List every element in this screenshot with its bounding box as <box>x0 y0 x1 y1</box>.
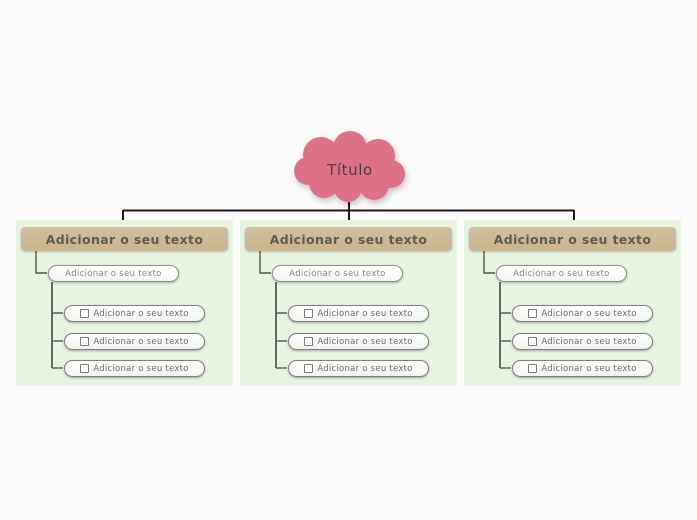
branch-header-2[interactable]: Adicionar o seu texto <box>245 227 452 251</box>
branch-1-item-2-label: Adicionar o seu texto <box>93 336 189 347</box>
root-node-label: Título <box>327 160 373 179</box>
branch-connector-lines-1 <box>35 240 63 369</box>
checkbox-unchecked-icon[interactable] <box>528 309 538 318</box>
checkbox-unchecked-icon[interactable] <box>80 364 90 373</box>
branch-1-item-1-label: Adicionar o seu texto <box>93 308 189 319</box>
branch-3-item-2-label: Adicionar o seu texto <box>541 336 637 347</box>
checkbox-unchecked-icon[interactable] <box>304 364 314 373</box>
cloud-shape-icon <box>294 131 405 202</box>
branch-1-item-3[interactable]: Adicionar o seu texto <box>64 360 205 377</box>
branch-panel-1[interactable]: Adicionar o seu texto Adicionar o seu te… <box>16 220 233 386</box>
branch-subtopic-3[interactable]: Adicionar o seu texto <box>496 265 627 282</box>
branch-1-item-1[interactable]: Adicionar o seu texto <box>64 305 205 322</box>
branch-header-3[interactable]: Adicionar o seu texto <box>469 227 676 251</box>
branch-subtopic-1[interactable]: Adicionar o seu texto <box>48 265 179 282</box>
branch-subtopic-2[interactable]: Adicionar o seu texto <box>272 265 403 282</box>
branch-1-item-2[interactable]: Adicionar o seu texto <box>64 333 205 350</box>
checkbox-unchecked-icon[interactable] <box>528 337 538 346</box>
branch-2-item-1-label: Adicionar o seu texto <box>317 308 413 319</box>
branch-1-item-3-label: Adicionar o seu texto <box>93 363 189 374</box>
checkbox-unchecked-icon[interactable] <box>528 364 538 373</box>
branch-3-item-3[interactable]: Adicionar o seu texto <box>512 360 653 377</box>
branch-3-item-1-label: Adicionar o seu texto <box>541 308 637 319</box>
checkbox-unchecked-icon[interactable] <box>80 337 90 346</box>
branch-connector-lines-3 <box>483 240 511 369</box>
branch-connector-lines-2 <box>259 240 287 369</box>
branch-header-1[interactable]: Adicionar o seu texto <box>21 227 228 251</box>
branch-2-item-3[interactable]: Adicionar o seu texto <box>288 360 429 377</box>
branch-2-item-3-label: Adicionar o seu texto <box>317 363 413 374</box>
checkbox-unchecked-icon[interactable] <box>304 337 314 346</box>
checkbox-unchecked-icon[interactable] <box>304 309 314 318</box>
branch-panel-2[interactable]: Adicionar o seu texto Adicionar o seu te… <box>240 220 457 386</box>
branch-panel-3[interactable]: Adicionar o seu texto Adicionar o seu te… <box>464 220 681 386</box>
branch-3-item-1[interactable]: Adicionar o seu texto <box>512 305 653 322</box>
branch-3-item-2[interactable]: Adicionar o seu texto <box>512 333 653 350</box>
checkbox-unchecked-icon[interactable] <box>80 309 90 318</box>
branch-3-item-3-label: Adicionar o seu texto <box>541 363 637 374</box>
root-node[interactable]: Título <box>288 131 412 203</box>
branch-2-item-1[interactable]: Adicionar o seu texto <box>288 305 429 322</box>
branch-2-item-2[interactable]: Adicionar o seu texto <box>288 333 429 350</box>
branch-2-item-2-label: Adicionar o seu texto <box>317 336 413 347</box>
